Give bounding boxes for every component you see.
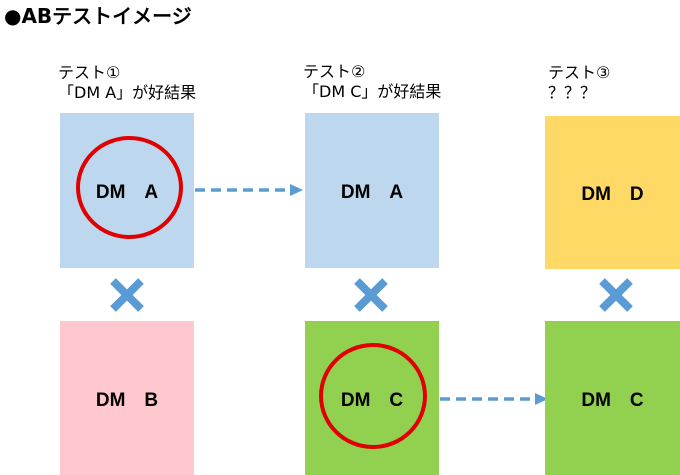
test2-caption-line2: 「DM C」が好結果 xyxy=(303,82,442,101)
test3-top-box: DM D xyxy=(545,116,680,269)
test2-cross-icon xyxy=(354,278,388,312)
page-title: ●ABテストイメージ xyxy=(4,4,192,28)
test1-caption-line1: テスト① xyxy=(58,63,121,82)
test3-caption-line2: ？？？ xyxy=(548,83,597,102)
test1-caption: テスト① 「DM A」が好結果 xyxy=(58,63,196,103)
test3-bottom-box: DM C xyxy=(545,321,680,475)
test2-top-box: DM A xyxy=(305,113,439,268)
test1-bottom-box: DM B xyxy=(60,321,194,475)
test3-cross-icon xyxy=(599,278,633,312)
test2-winner-circle xyxy=(319,343,427,449)
test2-top-label: DM A xyxy=(340,182,404,203)
test1-winner-circle xyxy=(76,136,183,239)
dashed-arrow-icon-1 xyxy=(195,184,303,196)
test1-cross-icon xyxy=(110,278,144,312)
test3-caption-line1: テスト③ xyxy=(548,63,611,82)
test3-bottom-label: DM C xyxy=(581,389,644,411)
test1-caption-line2: 「DM A」が好結果 xyxy=(58,83,197,102)
test2-caption: テスト② 「DM C」が好結果 xyxy=(303,62,441,102)
test1-bottom-label: DM B xyxy=(95,389,159,411)
test2-caption-line1: テスト② xyxy=(303,62,366,81)
test3-top-label: DM D xyxy=(581,184,644,205)
dashed-arrow-icon-2 xyxy=(440,393,548,405)
test3-caption: テスト③ ？？？ xyxy=(548,63,610,103)
